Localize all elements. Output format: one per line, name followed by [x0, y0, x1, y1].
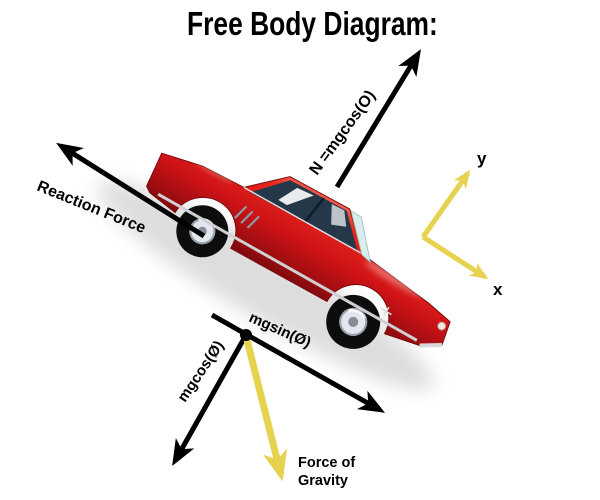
hood-glare: [364, 260, 424, 297]
door-pillar: [303, 197, 325, 224]
gravity-label-line2: Gravity: [298, 473, 348, 489]
car-front-wheel: [326, 294, 381, 349]
reaction-force-arrow: [56, 142, 206, 239]
car-illustration: [97, 152, 451, 391]
normal-force-arrow: [334, 49, 421, 189]
perpendicular-component-label: mgcos(Ø): [174, 338, 227, 406]
deck-glare: [192, 156, 234, 182]
y-axis-label: y: [477, 149, 487, 168]
page-title: Free Body Diagram:: [187, 6, 438, 42]
beltline-trim: [243, 186, 362, 254]
origin-dot: [240, 329, 252, 341]
front-bumper: [419, 342, 443, 348]
car-body: [146, 152, 451, 346]
fender-emblem: [380, 306, 392, 317]
window-reflection-2: [331, 204, 347, 227]
side-scoop-trim: [233, 205, 260, 229]
headlight: [437, 321, 447, 331]
gravity-label-line1: Force of: [298, 455, 355, 471]
gravity-force-arrow: [243, 339, 288, 482]
coordinate-axes: [420, 169, 489, 280]
car-side-window: [250, 180, 358, 251]
car-windshield: [350, 210, 372, 264]
perpendicular-component-arrow: [172, 333, 249, 467]
x-axis-label: x: [493, 280, 503, 299]
y-axis-arrow: [420, 169, 471, 239]
x-axis-arrow: [421, 234, 489, 280]
window-reflection: [278, 187, 314, 206]
parallel-component-arrow: [210, 312, 386, 413]
rocker-trim: [157, 192, 418, 342]
